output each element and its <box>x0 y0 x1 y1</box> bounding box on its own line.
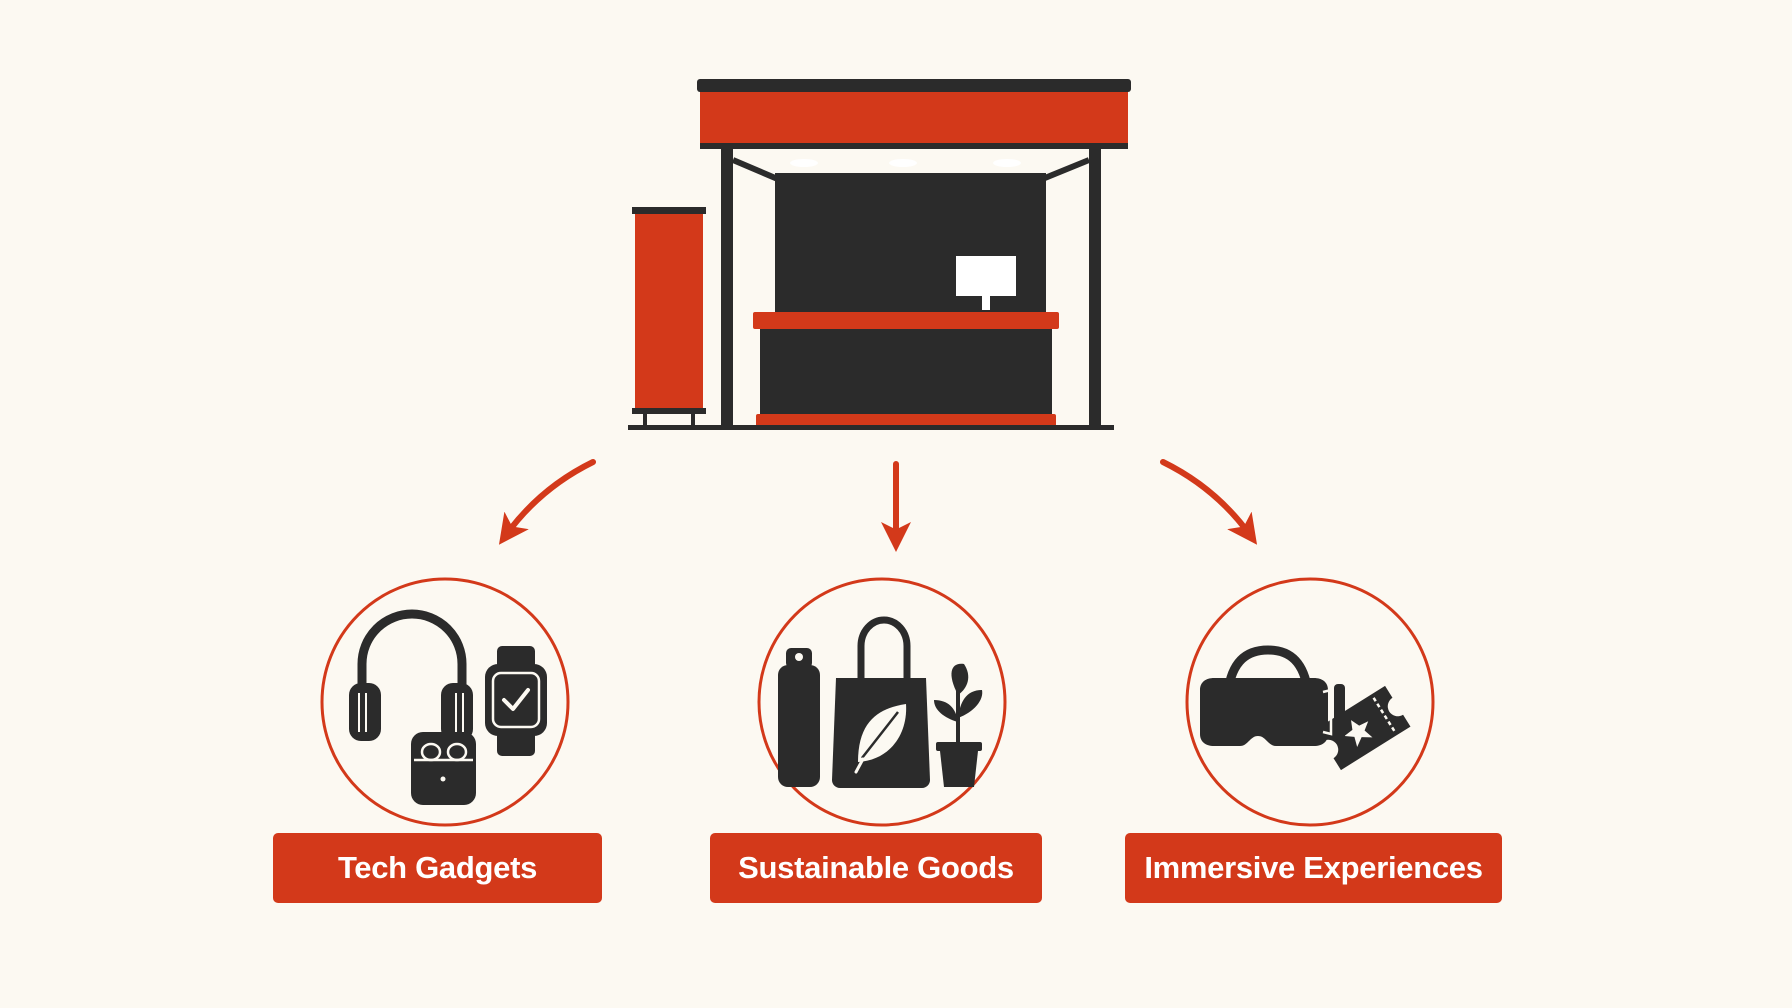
tech-gadgets-node <box>320 577 570 827</box>
immersive-experiences-node <box>1185 577 1435 827</box>
label-tech-gadgets-text: Tech Gadgets <box>337 850 538 885</box>
potted-plant-icon <box>934 663 983 787</box>
label-immersive-experiences: Immersive Experiences <box>1125 833 1502 903</box>
vr-headset-icon <box>1200 645 1345 746</box>
arrow-to-tech-gadgets <box>498 459 596 545</box>
label-tech-gadgets: Tech Gadgets <box>273 833 602 903</box>
water-bottle-icon <box>778 648 820 787</box>
label-sustainable-goods: Sustainable Goods <box>710 833 1042 903</box>
sustainable-goods-node <box>757 577 1007 827</box>
headphones-icon <box>349 609 473 741</box>
exhibition-booth-icon <box>628 79 1131 430</box>
arrow-to-immersive-experiences <box>1160 459 1258 545</box>
ticket-icon <box>1315 685 1411 771</box>
label-sustainable-goods-text: Sustainable Goods <box>738 850 1014 885</box>
smartwatch-icon <box>485 646 547 756</box>
earbuds-case-icon <box>411 732 476 805</box>
label-immersive-experiences-text: Immersive Experiences <box>1144 850 1483 885</box>
leaf-tote-bag-icon <box>832 616 930 788</box>
